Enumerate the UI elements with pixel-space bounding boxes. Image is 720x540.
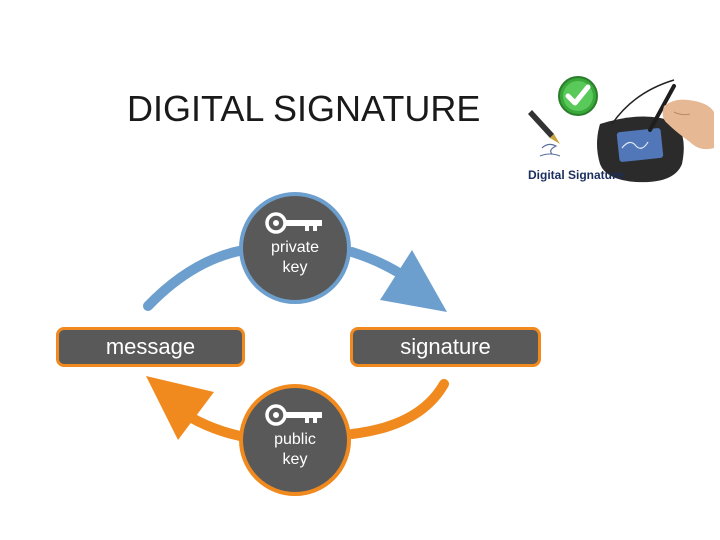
- private-key-line1: private: [270, 239, 320, 256]
- pen-icon: [528, 110, 561, 157]
- signature-node: signature: [350, 327, 541, 367]
- private-key-node: private key: [239, 192, 351, 304]
- key-icon: [265, 212, 322, 234]
- public-key-line1: public: [274, 431, 316, 448]
- public-key-label: public key: [274, 430, 316, 470]
- private-key-label: private key: [271, 238, 319, 278]
- logo-caption: Digital Signature: [528, 168, 624, 182]
- public-key-node: public key: [239, 384, 351, 496]
- hand-icon: [648, 84, 714, 150]
- private-key-arrowhead: [380, 250, 447, 312]
- public-key-arrow: [347, 379, 449, 439]
- digital-signature-logo: Digital Signature: [524, 72, 714, 190]
- private-key-line2: key: [282, 259, 308, 276]
- message-node: message: [56, 327, 245, 367]
- key-icon: [265, 404, 322, 426]
- public-key-arrowhead: [146, 376, 214, 440]
- slide-title: DIGITAL SIGNATURE: [127, 88, 481, 129]
- public-key-line2: key: [282, 451, 308, 468]
- signature-pad-icon: [597, 79, 684, 183]
- logo-graphic: [528, 76, 714, 183]
- checkmark-icon: [558, 76, 598, 116]
